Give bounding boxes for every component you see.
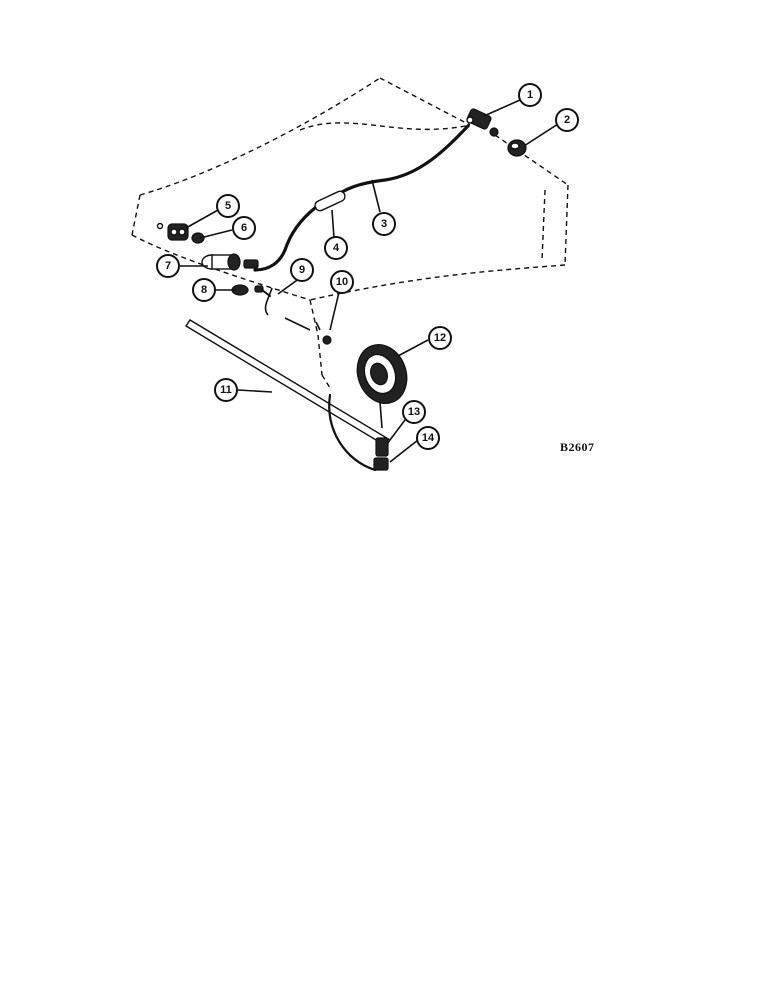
callout-12: 12 [428,326,452,350]
leader-lines [180,99,559,463]
svg-text:8: 8 [201,284,207,296]
svg-text:5: 5 [225,200,231,212]
part-10-clip [315,321,332,345]
horn-wire [328,393,377,472]
callout-3: 3 [372,212,396,236]
svg-text:10: 10 [336,276,348,288]
callout-13: 13 [402,400,426,424]
callout-2: 2 [555,108,579,132]
svg-text:2: 2 [564,114,570,126]
callout-7: 7 [156,254,180,278]
figure-code: B2607 [560,440,595,454]
callout-1: 1 [518,83,542,107]
callout-5: 5 [216,194,240,218]
part-1-switch [466,108,499,137]
callout-4: 4 [324,236,348,260]
part-13-bracket [375,437,389,457]
svg-text:9: 9 [299,264,305,276]
svg-text:11: 11 [220,384,232,396]
part-14-nut [373,457,389,471]
svg-text:6: 6 [241,222,247,234]
callout-11: 11 [214,378,238,402]
callout-8: 8 [192,278,216,302]
part-7-motor [201,253,259,271]
part-5-connector [156,222,189,241]
svg-text:7: 7 [165,260,171,272]
part-4-sleeve [253,190,346,272]
part-3-cable [328,124,470,202]
part-9-wire [261,287,311,331]
part-8-clamp [231,284,264,296]
svg-text:4: 4 [333,242,340,254]
part-2-knob [507,139,527,157]
svg-text:14: 14 [422,432,435,444]
callout-14: 14 [416,426,440,450]
callout-9: 9 [290,258,314,282]
body-outline [131,77,569,389]
svg-text:3: 3 [381,218,387,230]
svg-text:1: 1 [527,89,533,101]
callout-10: 10 [330,270,354,294]
part-6-grommet [191,232,205,244]
part-12-horn [356,344,408,429]
svg-text:13: 13 [408,406,420,418]
svg-text:12: 12 [434,332,446,344]
callout-6: 6 [232,216,256,240]
